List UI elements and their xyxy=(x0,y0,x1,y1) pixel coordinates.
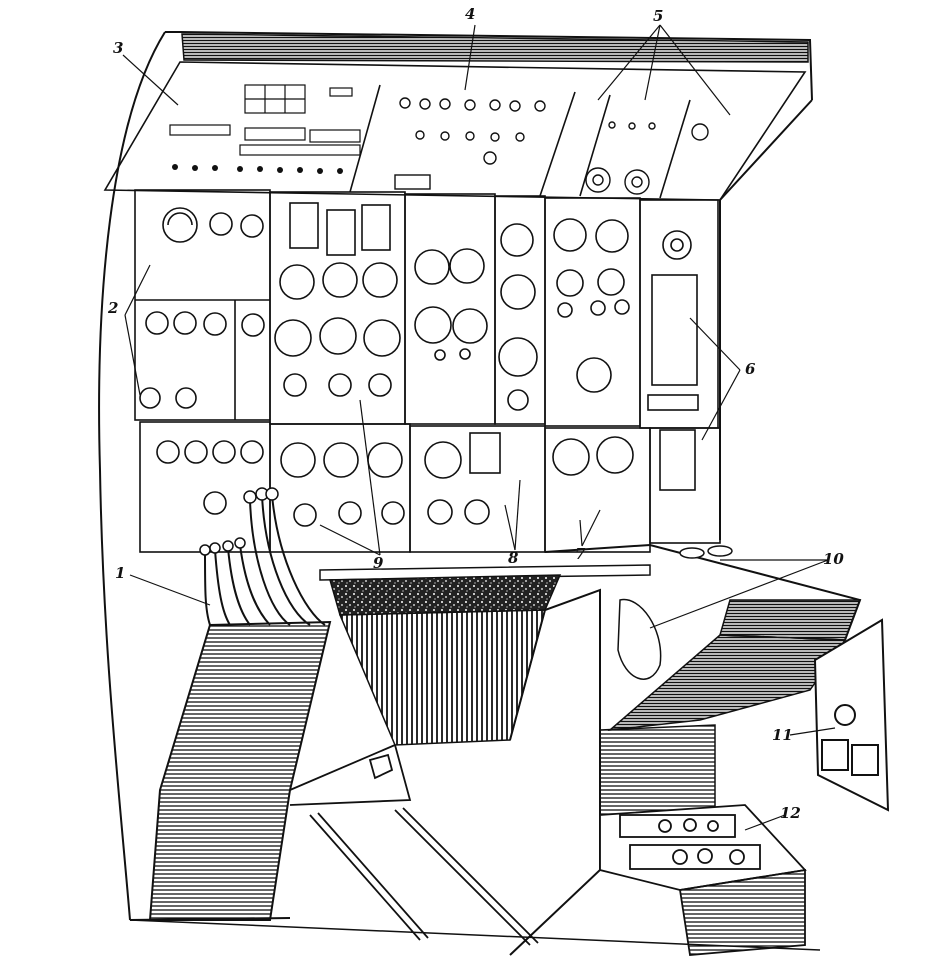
desk-indicators-10 xyxy=(679,545,733,559)
callout-7: 7 xyxy=(575,545,586,563)
control-levers xyxy=(204,494,326,626)
lever-knobs xyxy=(199,487,279,556)
callout-11: 11 xyxy=(772,726,793,744)
bottom-box-12 xyxy=(599,804,807,956)
panel-4-lamps xyxy=(394,97,546,190)
gauges-upper xyxy=(139,202,699,411)
right-desk-front xyxy=(607,634,847,732)
callout-12: 12 xyxy=(780,804,801,822)
top-hood xyxy=(181,33,809,63)
upper-panel-row xyxy=(103,61,807,201)
callout-2: 2 xyxy=(107,299,118,317)
central-recess-top xyxy=(329,574,562,616)
leader-lines xyxy=(122,24,836,831)
callout-8: 8 xyxy=(508,549,519,567)
callout-10: 10 xyxy=(823,550,844,568)
callout-1: 1 xyxy=(115,564,125,582)
desk-strip xyxy=(319,564,651,581)
callout-9: 9 xyxy=(373,554,384,572)
panel-5-instruments xyxy=(585,121,709,195)
callout-6: 6 xyxy=(745,360,756,378)
right-pedestal xyxy=(599,724,716,816)
callout-4: 4 xyxy=(465,5,475,23)
floor-line xyxy=(129,919,821,951)
panel-3-indicators xyxy=(169,84,361,156)
callout-3: 3 xyxy=(113,39,123,57)
middle-panel-grid xyxy=(134,189,721,553)
gauges-lower xyxy=(156,429,696,527)
left-lever-console xyxy=(148,620,332,921)
panel-3-switches xyxy=(172,164,343,174)
side-cutout xyxy=(617,598,662,680)
right-desk-top xyxy=(719,599,862,641)
lower-floor-lines xyxy=(289,744,539,946)
side-door-panel xyxy=(813,618,890,812)
callout-5: 5 xyxy=(653,7,663,25)
